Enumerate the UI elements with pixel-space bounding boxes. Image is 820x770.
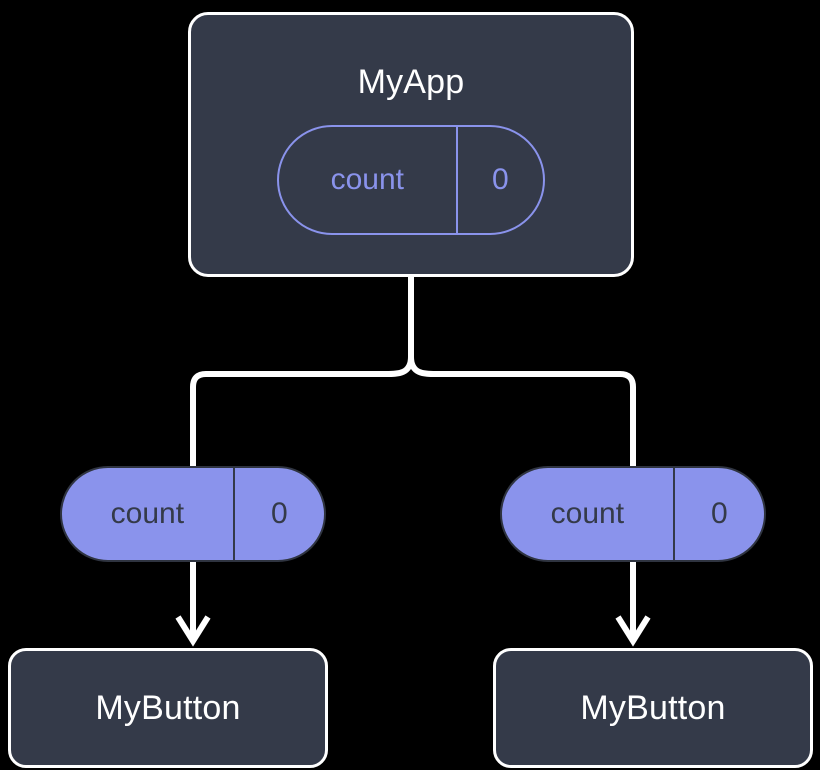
arrow-head-right-icon	[615, 615, 651, 647]
edge-fork-left	[190, 356, 414, 466]
state-key-label: count	[550, 497, 625, 530]
state-pill-root[interactable]: count 0	[277, 125, 545, 235]
state-value-label: 0	[455, 127, 543, 233]
state-key-label: count	[110, 497, 185, 530]
component-card-mybutton-left[interactable]: MyButton	[8, 648, 328, 768]
state-pill-branch-left[interactable]: count 0	[60, 466, 326, 562]
arrow-head-left-icon	[175, 615, 211, 647]
component-title-mybutton: MyButton	[580, 689, 726, 727]
state-pill-branch-right[interactable]: count 0	[500, 466, 766, 562]
component-card-mybutton-right[interactable]: MyButton	[493, 648, 813, 768]
edge-fork-right	[408, 356, 636, 466]
component-title-mybutton: MyButton	[95, 689, 241, 727]
component-title-myapp: MyApp	[357, 63, 465, 101]
state-value-label: 0	[232, 468, 324, 560]
state-value-label: 0	[672, 468, 764, 560]
state-key-label: count	[330, 163, 405, 196]
